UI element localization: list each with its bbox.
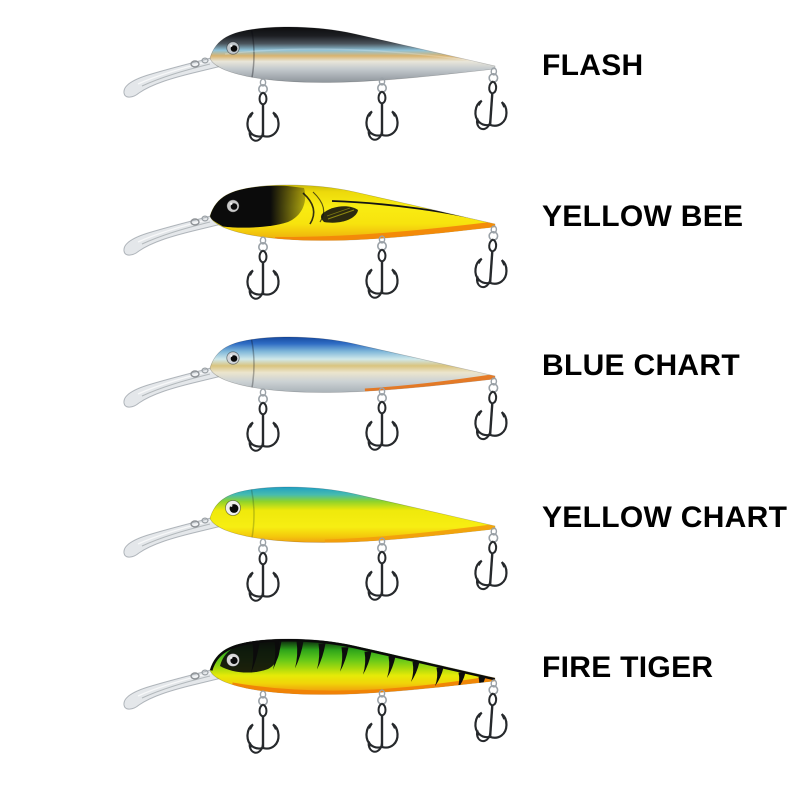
treble-hook <box>246 236 280 300</box>
treble-hook <box>474 225 508 289</box>
lure-image-yellow-bee <box>123 184 508 300</box>
treble-hook <box>474 527 508 591</box>
treble-hook <box>246 388 280 452</box>
lure-label-fire-tiger: FIRE TIGER <box>542 651 714 684</box>
diving-lip-icon <box>123 514 227 558</box>
lure-image-fire-tiger <box>123 638 508 754</box>
lure-label-yellow-chart: YELLOW CHART <box>542 501 788 534</box>
treble-hook <box>474 679 508 743</box>
diving-lip-icon <box>123 54 227 98</box>
lure-eye <box>226 653 240 667</box>
treble-hook <box>365 77 399 141</box>
lure-image-flash <box>123 26 508 142</box>
treble-hook <box>246 78 280 142</box>
treble-hook <box>365 689 399 753</box>
treble-hook <box>474 67 508 131</box>
treble-hook <box>365 235 399 299</box>
lure-label-flash: FLASH <box>542 49 644 82</box>
diving-lip-icon <box>123 364 227 408</box>
treble-hook <box>365 537 399 601</box>
lure-eye <box>226 351 240 365</box>
lure-image-blue-chart <box>123 336 508 452</box>
treble-hook <box>365 387 399 451</box>
lure-eye <box>226 199 240 213</box>
treble-hook <box>474 377 508 441</box>
treble-hook <box>246 538 280 602</box>
diving-lip-icon <box>123 666 227 710</box>
lure-label-yellow-bee: YELLOW BEE <box>542 200 744 233</box>
diving-lip-icon <box>123 212 227 256</box>
lure-image-yellow-chart <box>123 486 508 602</box>
lure-eye <box>225 500 241 516</box>
lure-eye <box>226 41 240 55</box>
lure-label-blue-chart: BLUE CHART <box>542 349 740 382</box>
treble-hook <box>246 690 280 754</box>
